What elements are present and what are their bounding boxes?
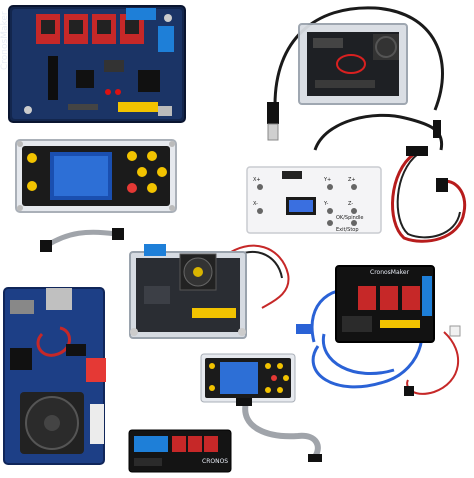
small-driver-board: CRONOS [128, 428, 232, 474]
key-label: X- [253, 201, 258, 207]
blue-board-with-fan [2, 284, 112, 470]
key-label: Exit/Stop [336, 227, 359, 233]
brand-text: CRONOS [202, 458, 229, 465]
brand-text: CronosMaker [0, 11, 10, 70]
small-handheld-controller [200, 352, 296, 404]
key-label: OK/Spindle [336, 215, 364, 221]
key-label: Z- [348, 201, 354, 207]
white-control-panel: X+ Y+ X- Y- Z+ Z- OK/Spindle Exit/Stop [246, 165, 384, 237]
key-label: Z+ [348, 177, 356, 183]
key-label: Y- [324, 201, 329, 207]
coiled-red-cable [384, 142, 470, 246]
handheld-lcd-controller [14, 138, 180, 218]
cnc-main-board: CronosMaker [0, 4, 188, 124]
key-label: Y+ [324, 177, 332, 183]
enclosed-controller-with-usb-cable [255, 0, 460, 160]
grey-ribbon-cable [228, 398, 328, 464]
fan-cooled-controller [122, 238, 292, 346]
key-label: X+ [253, 177, 261, 183]
controller-with-blue-usb-cable: CronosMaker [294, 262, 470, 402]
ribbon-cable [38, 222, 128, 262]
brand-text: CronosMaker [370, 269, 410, 276]
